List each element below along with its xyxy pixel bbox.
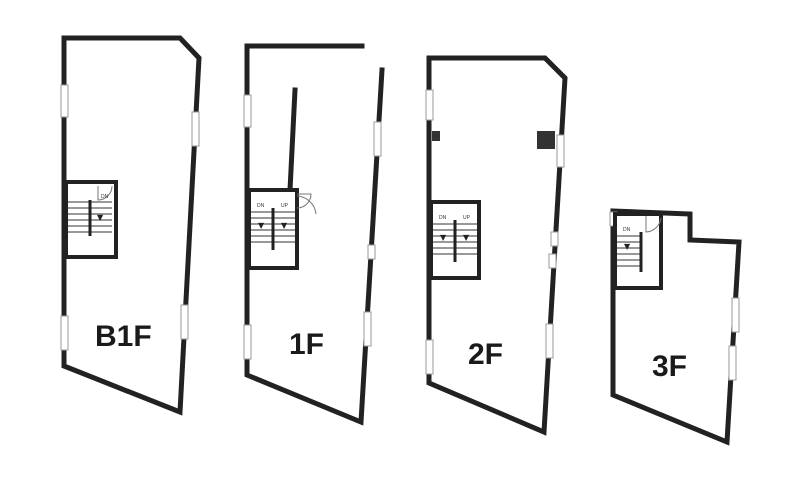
floor-plan-1f: DN UP ▼ ▼ 1F (243, 43, 385, 426)
b1f-window (60, 84, 69, 118)
1f-interior-wall (287, 87, 298, 193)
3f-outer-wall (610, 208, 742, 446)
3f-stair-arrow: ▼ (624, 242, 631, 251)
2f-window (425, 89, 434, 121)
2f-window (425, 339, 434, 375)
3f-stair-treads (617, 235, 641, 267)
1f-stair-tag-up: UP (281, 203, 289, 209)
1f-stair-tag-dn: DN (257, 203, 265, 209)
b1f-window (191, 111, 200, 147)
3f-window (731, 297, 740, 333)
b1f-staircase: DN ▼ (64, 180, 118, 259)
1f-stair-arrow: ▼ (281, 221, 288, 230)
1f-staircase: DN UP ▼ ▼ (247, 188, 317, 270)
floor-label-2f: 2F (468, 338, 503, 371)
floor-label-3f: 3F (652, 350, 687, 383)
b1f-window (180, 304, 189, 340)
2f-window (550, 231, 559, 247)
1f-window (367, 244, 376, 260)
b1f-window (60, 315, 69, 351)
1f-window (373, 121, 382, 157)
3f-window (728, 345, 737, 381)
2f-pillar (432, 131, 440, 141)
1f-outer-wall (244, 43, 385, 426)
2f-window (545, 323, 554, 359)
3f-staircase: DN ▼ (613, 212, 663, 290)
2f-stair-arrow-down: ▼ (440, 233, 447, 242)
floor-label-b1f: B1F (95, 320, 152, 353)
2f-window (548, 253, 557, 269)
3f-stair-tag-dn: DN (623, 227, 631, 233)
b1f-outer-wall (61, 35, 202, 416)
2f-stair-tag-dn: DN (439, 215, 447, 221)
floor-label-1f: 1F (289, 328, 324, 361)
1f-window (243, 324, 252, 360)
2f-pillar (537, 131, 555, 149)
floor-plan-b1f: DN ▼ B1F (60, 35, 202, 416)
2f-stair-arrow: ▼ (463, 233, 470, 242)
b1f-stair-arrow: ▼ (97, 213, 104, 222)
2f-window (556, 134, 565, 168)
1f-stair-arrow-down: ▼ (258, 221, 265, 230)
floor-plan-2f: DN UP ▼ ▼ 2F (425, 55, 568, 436)
1f-window (243, 94, 252, 128)
1f-window (363, 311, 372, 347)
b1f-stair-tag-dn: DN (101, 194, 109, 200)
2f-staircase: DN UP ▼ ▼ (429, 200, 481, 280)
2f-stair-tag-up: UP (463, 215, 471, 221)
floor-plan-3f: DN ▼ 3F (609, 208, 742, 446)
